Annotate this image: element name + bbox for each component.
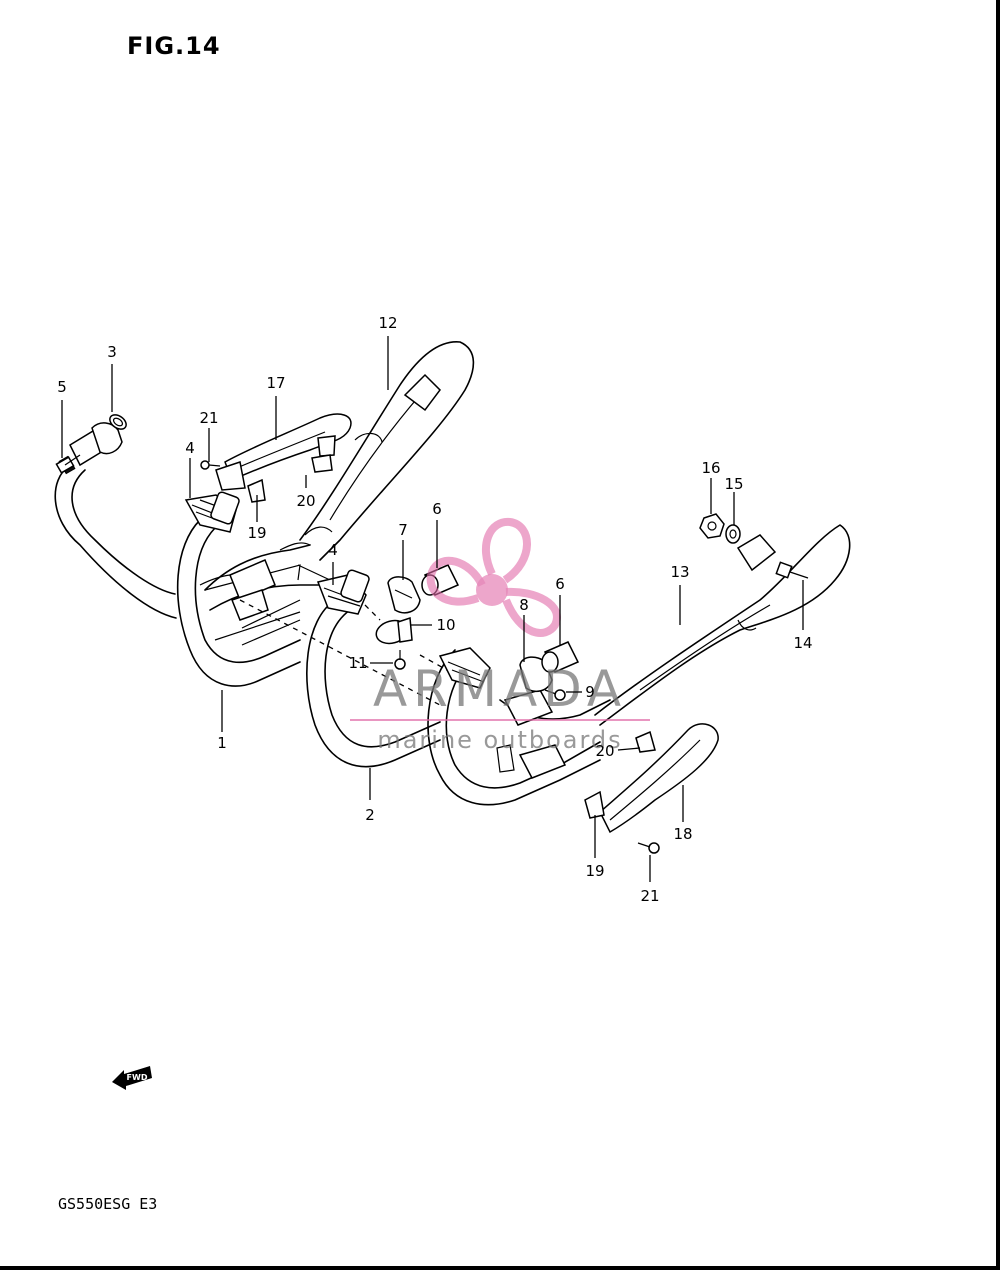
callout-15: 15 bbox=[724, 475, 743, 493]
gasket-3 bbox=[109, 414, 127, 430]
dashed-leader-2 bbox=[364, 604, 381, 621]
callout-7: 7 bbox=[398, 521, 408, 539]
callout-17: 17 bbox=[266, 374, 285, 392]
callout-3: 3 bbox=[107, 343, 117, 361]
callout-9: 9 bbox=[585, 683, 595, 701]
callout-21b: 21 bbox=[640, 887, 659, 905]
collector-center bbox=[204, 542, 331, 621]
exhaust-pipe-1 bbox=[54, 464, 301, 687]
callout-4a: 4 bbox=[185, 439, 195, 457]
callout-18: 18 bbox=[673, 825, 692, 843]
model-code: GS550ESG E3 bbox=[58, 1195, 158, 1213]
exhaust-pipe-2 bbox=[241, 599, 441, 768]
callout-16: 16 bbox=[701, 459, 720, 477]
exhaust-pipe-right bbox=[427, 649, 611, 806]
clamp-4-right bbox=[316, 569, 370, 615]
leader-20b bbox=[617, 747, 641, 751]
callout-20a: 20 bbox=[296, 492, 315, 510]
callout-11: 11 bbox=[348, 654, 367, 672]
bracket-20-bottom bbox=[635, 730, 656, 753]
callout-4b: 4 bbox=[328, 541, 338, 559]
clamp-4-left bbox=[184, 491, 240, 533]
callout-14: 14 bbox=[793, 634, 812, 652]
callout-12: 12 bbox=[378, 314, 397, 332]
sleeve-6-right bbox=[541, 641, 580, 673]
bracket-19-bottom bbox=[584, 790, 605, 819]
frame-border-right bbox=[996, 0, 1000, 1270]
fwd-badge-text: FWD bbox=[127, 1073, 148, 1082]
armada-logo-watermark bbox=[426, 517, 561, 637]
nut-16 bbox=[699, 513, 725, 539]
clamp-10 bbox=[375, 616, 413, 645]
frame-border-bottom bbox=[0, 1266, 1000, 1270]
watermark-tagline: marine outboards bbox=[377, 726, 622, 754]
bolt-14 bbox=[775, 561, 809, 579]
bolt-5 bbox=[55, 454, 81, 474]
bolt-9 bbox=[544, 689, 566, 701]
heat-shield-18 bbox=[599, 723, 719, 834]
clamp-7 bbox=[387, 576, 421, 614]
callout-5: 5 bbox=[57, 378, 67, 396]
callout-1: 1 bbox=[217, 734, 227, 752]
clamp-pipe-right bbox=[438, 647, 491, 689]
callout-19a: 19 bbox=[247, 524, 266, 542]
bracket-19-top bbox=[247, 478, 266, 503]
dashed-leader-1 bbox=[239, 599, 441, 706]
watermark-brand: ARMADA bbox=[373, 660, 627, 718]
muffler-13 bbox=[594, 524, 851, 726]
bolt-11 bbox=[394, 650, 406, 670]
screw-21-bottom bbox=[637, 842, 660, 854]
muffler-12 bbox=[299, 341, 475, 561]
callout-13: 13 bbox=[670, 563, 689, 581]
callout-6a: 6 bbox=[432, 500, 442, 518]
callout-8: 8 bbox=[519, 596, 529, 614]
callout-6b: 6 bbox=[555, 575, 565, 593]
callout-20b: 20 bbox=[595, 742, 614, 760]
callouts: 1 2 3 4 4 5 6 6 7 8 9 10 11 12 13 14 15 bbox=[57, 314, 812, 905]
bracket-20-top bbox=[311, 454, 333, 473]
callout-2: 2 bbox=[365, 806, 375, 824]
washer-15 bbox=[725, 524, 741, 544]
screw-21-top bbox=[200, 460, 221, 470]
callout-19b: 19 bbox=[585, 862, 604, 880]
callout-21a: 21 bbox=[199, 409, 218, 427]
heat-shield-17 bbox=[215, 413, 352, 491]
callout-10: 10 bbox=[436, 616, 455, 634]
figure-title: FIG.14 bbox=[127, 32, 221, 60]
forward-arrow-icon: FWD bbox=[112, 1066, 152, 1090]
